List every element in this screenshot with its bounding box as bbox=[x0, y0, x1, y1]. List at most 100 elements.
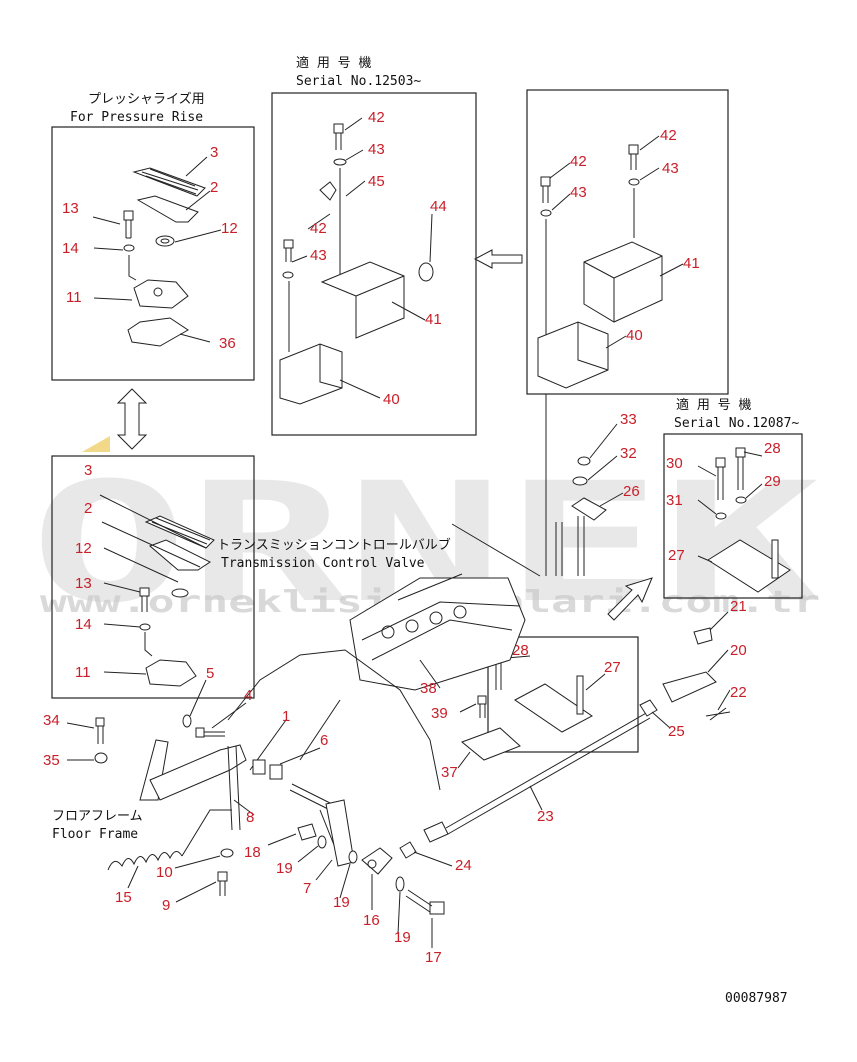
part-callout-27: 27 bbox=[604, 659, 621, 676]
part-callout-39: 39 bbox=[431, 705, 448, 722]
part-callout-13: 13 bbox=[62, 200, 79, 217]
part-callout-28: 28 bbox=[512, 642, 529, 659]
part-callout-8: 8 bbox=[246, 809, 254, 826]
part-callout-17: 17 bbox=[425, 949, 442, 966]
base-plate bbox=[514, 683, 593, 733]
bracket bbox=[133, 279, 189, 309]
part-callout-14: 14 bbox=[75, 616, 92, 633]
part-callout-14: 14 bbox=[62, 240, 79, 257]
inset-frame bbox=[51, 126, 255, 381]
part-callout-2: 2 bbox=[84, 500, 92, 517]
part-callout-13: 13 bbox=[75, 575, 92, 592]
arrow-diagonal bbox=[607, 577, 653, 621]
inset-serial-12087: 適 用 号 機 Serial No.12087~ 28 29 30 31 27 bbox=[663, 397, 803, 599]
arrow-left bbox=[473, 249, 523, 269]
part-callout-6: 6 bbox=[320, 732, 328, 749]
inset-frame bbox=[487, 636, 639, 753]
part-callout-43: 43 bbox=[368, 141, 385, 158]
part-callout-19: 19 bbox=[276, 860, 293, 877]
part-callout-3: 3 bbox=[210, 144, 218, 161]
part-callout-42: 42 bbox=[310, 220, 327, 237]
part-callout-27: 27 bbox=[668, 547, 685, 564]
part-callout-37: 37 bbox=[441, 764, 458, 781]
part-callout-40: 40 bbox=[626, 327, 643, 344]
floor-frame-jp: フロアフレーム bbox=[52, 809, 143, 824]
double-arrow bbox=[116, 388, 148, 450]
transmission-valve bbox=[349, 577, 526, 691]
part-callout-2: 2 bbox=[210, 179, 218, 196]
inset-frame bbox=[663, 433, 803, 599]
part-callout-29: 29 bbox=[764, 473, 781, 490]
inset-caption-en: Serial No.12087~ bbox=[674, 416, 799, 431]
valve-label-jp: トランスミッションコントロールバルブ bbox=[217, 537, 451, 553]
part-callout-42: 42 bbox=[368, 109, 385, 126]
base-plate bbox=[707, 539, 791, 593]
inset-caption-en: For Pressure Rise bbox=[70, 110, 203, 125]
inset-frame bbox=[526, 89, 729, 395]
part-callout-3: 3 bbox=[84, 462, 92, 479]
clevis-pin bbox=[693, 627, 713, 645]
part-callout-43: 43 bbox=[662, 160, 679, 177]
part-callout-32: 32 bbox=[620, 445, 637, 462]
part-callout-43: 43 bbox=[570, 184, 587, 201]
part-callout-11: 11 bbox=[75, 664, 91, 681]
block bbox=[127, 317, 189, 347]
inset-frame bbox=[271, 92, 477, 436]
part-callout-10: 10 bbox=[156, 864, 173, 881]
control-cable bbox=[445, 711, 651, 835]
watermark-accent bbox=[82, 436, 110, 452]
part-callout-36: 36 bbox=[219, 335, 236, 352]
clevis-block bbox=[662, 671, 717, 703]
spring bbox=[107, 851, 183, 871]
cover bbox=[320, 261, 405, 339]
part-callout-41: 41 bbox=[683, 255, 700, 272]
pedal-plate bbox=[149, 539, 211, 571]
drawing-number: 00087987 bbox=[725, 991, 788, 1006]
part-callout-23: 23 bbox=[537, 808, 554, 825]
lever-bracket bbox=[571, 497, 607, 521]
inset-cover-right: 42 43 42 43 41 40 bbox=[526, 89, 729, 395]
inset-pedal: 3 2 12 13 14 11 bbox=[51, 455, 255, 699]
part-callout-16: 16 bbox=[363, 912, 380, 929]
inset-serial-12503: 適 用 号 機 Serial No.12503~ 42 43 45 42 43 … bbox=[271, 55, 477, 436]
main-assembly: 33 32 26 トランスミッションコントロールバルブ Transmission… bbox=[43, 411, 747, 966]
part-callout-31: 31 bbox=[666, 492, 683, 509]
part-callout-45: 45 bbox=[368, 173, 385, 190]
bracket bbox=[145, 659, 197, 687]
inset-frame bbox=[51, 455, 255, 699]
part-callout-9: 9 bbox=[162, 897, 170, 914]
part-callout-12: 12 bbox=[75, 540, 92, 557]
part-callout-18: 18 bbox=[244, 844, 261, 861]
part-callout-44: 44 bbox=[430, 198, 447, 215]
part-callout-34: 34 bbox=[43, 712, 60, 729]
part-callout-1: 1 bbox=[282, 708, 290, 725]
part-callout-7: 7 bbox=[303, 880, 311, 897]
part-callout-5: 5 bbox=[206, 665, 214, 682]
part-callout-11: 11 bbox=[66, 289, 82, 306]
part-callout-26: 26 bbox=[623, 483, 640, 500]
lever-arm bbox=[149, 744, 247, 801]
inset-caption-en: Serial No.12503~ bbox=[296, 74, 421, 89]
part-callout-24: 24 bbox=[455, 857, 472, 874]
part-callout-42: 42 bbox=[660, 127, 677, 144]
rod-end bbox=[361, 847, 393, 875]
part-callout-41: 41 bbox=[425, 311, 442, 328]
part-callout-30: 30 bbox=[666, 455, 683, 472]
part-callout-25: 25 bbox=[668, 723, 685, 740]
pedal-lever bbox=[139, 739, 169, 801]
frame-outline bbox=[227, 649, 441, 791]
part-callout-15: 15 bbox=[115, 889, 132, 906]
plate bbox=[537, 321, 609, 389]
inset-caption-jp: プレッシャライズ用 bbox=[88, 91, 205, 107]
part-callout-33: 33 bbox=[620, 411, 637, 428]
part-callout-21: 21 bbox=[730, 598, 747, 615]
part-callout-40: 40 bbox=[383, 391, 400, 408]
part-callout-19: 19 bbox=[333, 894, 350, 911]
pedal-plate bbox=[136, 195, 199, 223]
valve-label-en: Transmission Control Valve bbox=[221, 556, 425, 571]
part-callout-12: 12 bbox=[221, 220, 238, 237]
floor-frame-en: Floor Frame bbox=[52, 827, 138, 842]
part-callout-19: 19 bbox=[394, 929, 411, 946]
